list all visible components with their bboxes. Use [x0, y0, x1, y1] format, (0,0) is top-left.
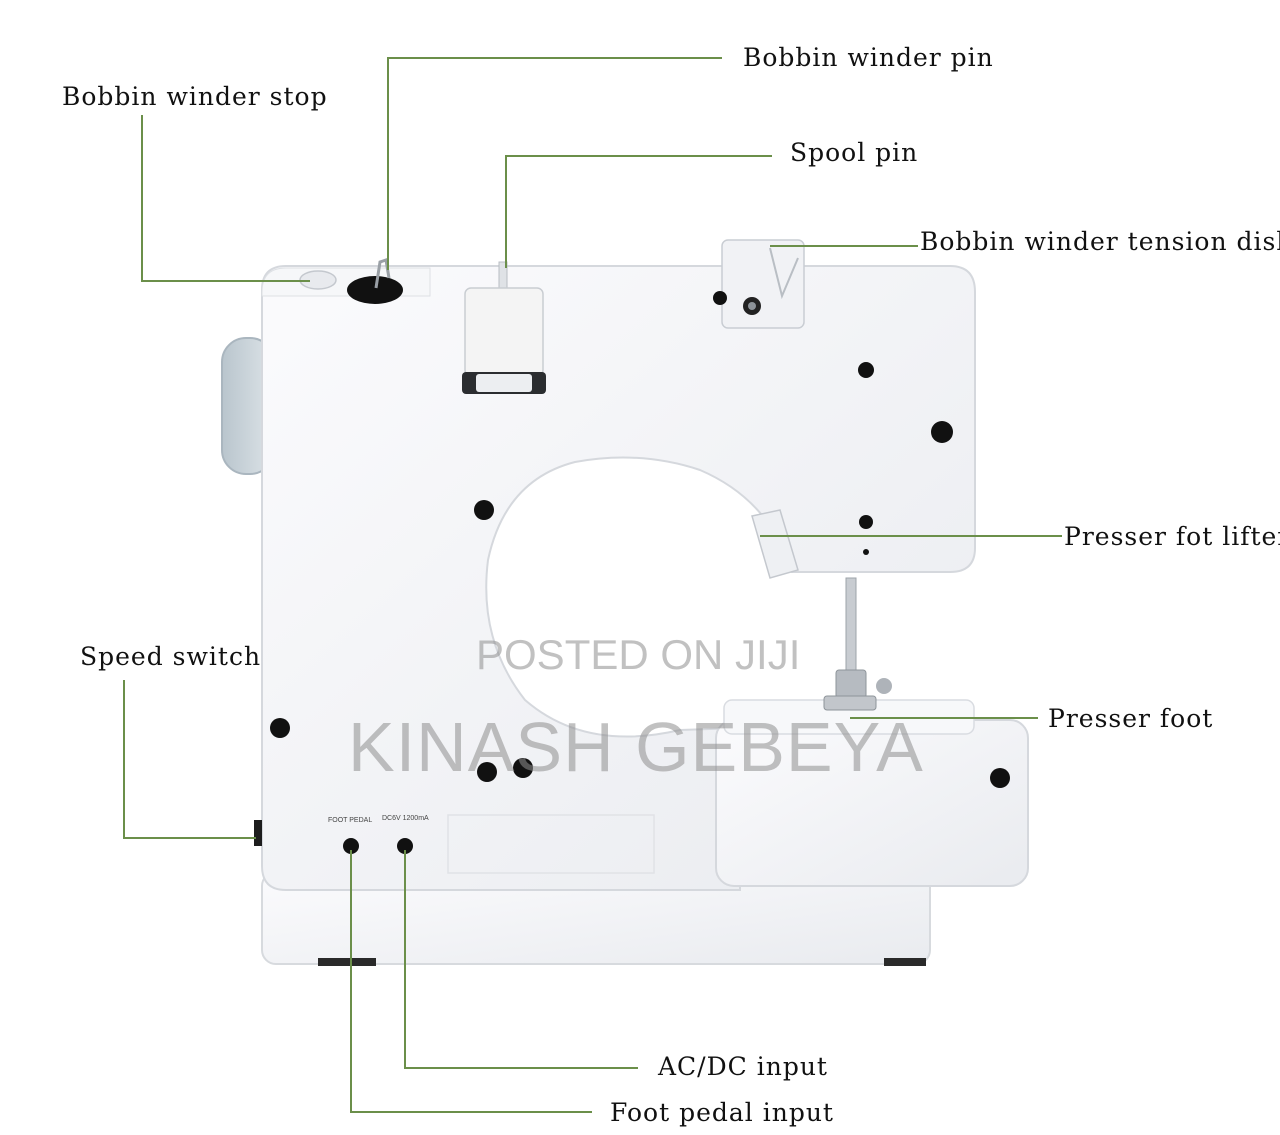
power-rating-panel-text: DC6V 1200mA	[382, 815, 429, 822]
acdc-jack	[397, 838, 413, 854]
label-bobbin-winder-stop: Bobbin winder stop	[62, 82, 328, 111]
label-presser-foot: Presser foot	[1048, 704, 1214, 733]
bobbin-winder-pin	[347, 276, 403, 304]
leader-speed-switch	[123, 680, 256, 839]
foot-left	[318, 958, 376, 966]
presser-foot-lifter	[751, 509, 799, 579]
thread-spool	[464, 287, 544, 377]
label-spool-pin: Spool pin	[790, 138, 919, 167]
label-bobbin-winder-tension-disk: Bobbin winder tension disk	[920, 227, 1280, 256]
foot-pedal-jack	[343, 838, 359, 854]
watermark-line-1: POSTED ON JIJI	[476, 631, 801, 678]
label-panel	[447, 814, 655, 874]
label-foot-pedal-input: Foot pedal input	[610, 1098, 834, 1127]
leader-acdc-input	[404, 850, 638, 1069]
presser-foot	[823, 695, 877, 711]
foot-pedal-panel-text: FOOT PEDAL	[328, 817, 372, 824]
needle-bar	[845, 577, 857, 679]
watermark-line-2: KINASH GEBEYA	[348, 708, 924, 786]
foot-right	[884, 958, 926, 966]
leader-bobbin-winder-stop	[141, 115, 310, 282]
label-acdc-input: AC/DC input	[658, 1052, 828, 1081]
leader-foot-pedal-input	[350, 850, 592, 1113]
leader-spool-pin	[505, 155, 772, 268]
leader-lines	[123, 57, 1062, 1113]
label-bobbin-winder-pin: Bobbin winder pin	[743, 43, 994, 72]
label-presser-foot-lifter: Presser fot lifter	[1064, 522, 1280, 551]
leader-bobbin-winder-pin	[387, 57, 722, 270]
machine-body	[261, 265, 976, 891]
speed-switch	[254, 820, 262, 846]
screw-holes	[270, 362, 1010, 788]
tension-disk	[721, 239, 805, 329]
label-speed-switch: Speed switch	[80, 642, 262, 671]
